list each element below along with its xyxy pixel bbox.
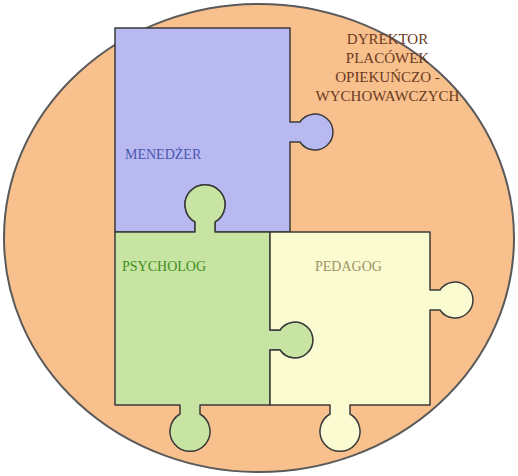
piece-label: MENEDŻER	[125, 146, 201, 164]
puzzle-shape	[270, 232, 473, 451]
pedagogue-puzzle-piece: PEDAGOG	[268, 230, 477, 456]
circle-shape	[4, 4, 514, 472]
piece-label: PSYCHOLOG	[122, 258, 206, 276]
piece-label: PEDAGOG	[315, 258, 382, 276]
director-heading: DYREKTOR PLACÓWEK OPIEKUŃCZO - WYCHOWAWC…	[305, 30, 470, 106]
